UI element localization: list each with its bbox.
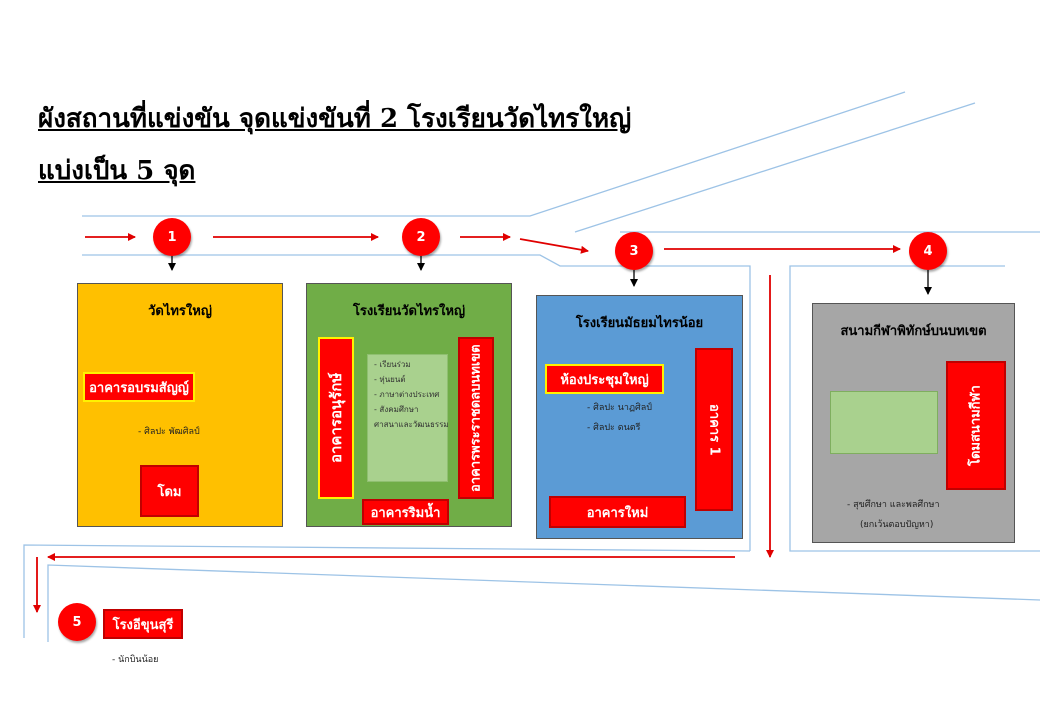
activity-item: - เรียนร่วม [374,360,411,369]
building-zone1-training: อาคารอบรมสัญญ์ [83,372,195,402]
zone-3-title: โรงเรียนมัธยมไทรน้อย [575,316,704,331]
building-zone2-royal: อาคารพระราชดลบนทเขต [458,337,494,499]
zone-1-note: - ศิลปะ พัฒศิลป์ [138,427,200,437]
marker-2: 2 [402,218,440,256]
zone-4: สนามกีฬาพิทักษ์บนบทเขต โดมสนามกีฬา - สุข… [812,303,1015,543]
zone-3-note-1: - ศิลปะ นาฏศิลป์ [587,403,652,413]
marker-5: 5 [58,603,96,641]
building-zone3-building1: อาคาร 1 [695,348,733,511]
road-edge [82,254,751,551]
activity-item: ศาสนาและวัฒนธรรม [374,420,449,429]
building-zone3-hall: ห้องประชุมใหญ่ [545,364,664,394]
zone-1-title: วัดไทรใหญ่ [148,304,212,319]
road-edge [574,102,976,233]
sports-field [830,391,938,454]
building-zone2-anurak: อาคารอนุรักษ์ [318,337,354,499]
building-zone1-dome: โดม [140,465,199,517]
road-edge [82,91,906,217]
zone-3-note-2: - ศิลปะ ดนตรี [587,423,641,433]
building-zone5-theater: โรงอีขุนสุรี [103,609,183,639]
zone-4-note-1: - สุขศึกษา และพลศึกษา [847,500,940,510]
zone-2-activity-list: - เรียนร่วม - หุ่นยนต์ - ภาษาต่างประเทศ … [367,354,449,482]
marker-3: 3 [615,232,653,270]
building-zone4-dome: โดมสนามกีฬา [946,361,1006,490]
marker-4: 4 [909,232,947,270]
zone-2: โรงเรียนวัดไทรใหญ่ อาคารอนุรักษ์ - เรียน… [306,283,512,527]
activity-item: - สังคมศึกษา [374,405,419,414]
zone-3: โรงเรียนมัธยมไทรน้อย ห้องประชุมใหญ่ - ศิ… [536,295,743,539]
road-edge [789,265,1040,552]
marker-1: 1 [153,218,191,256]
route-arrow [519,238,589,254]
zone-5-note: - นักบินน้อย [112,655,159,665]
building-zone3-new: อาคารใหม่ [549,496,686,528]
zone-4-note-2: (ยกเว้นตอบปัญหา) [860,520,934,530]
zone-1: วัดไทรใหญ่ อาคารอบรมสัญญ์ - ศิลปะ พัฒศิล… [77,283,283,527]
road-edge [23,544,751,638]
diagram-title-line2: แบ่งเป็น 5 จุด [38,156,196,186]
activity-item: - หุ่นยนต์ [374,375,406,384]
zone-4-title: สนามกีฬาพิทักษ์บนบทเขต [840,324,987,339]
zone-2-title: โรงเรียนวัดไทรใหญ่ [352,304,466,319]
diagram-title-line1: ผังสถานที่แข่งขัน จุดแข่งขันที่ 2 โรงเรี… [38,104,632,134]
activity-item: - ภาษาต่างประเทศ [374,390,440,399]
road-edge [47,564,1040,642]
building-zone2-riverside: อาคารริมน้ำ [362,499,449,525]
